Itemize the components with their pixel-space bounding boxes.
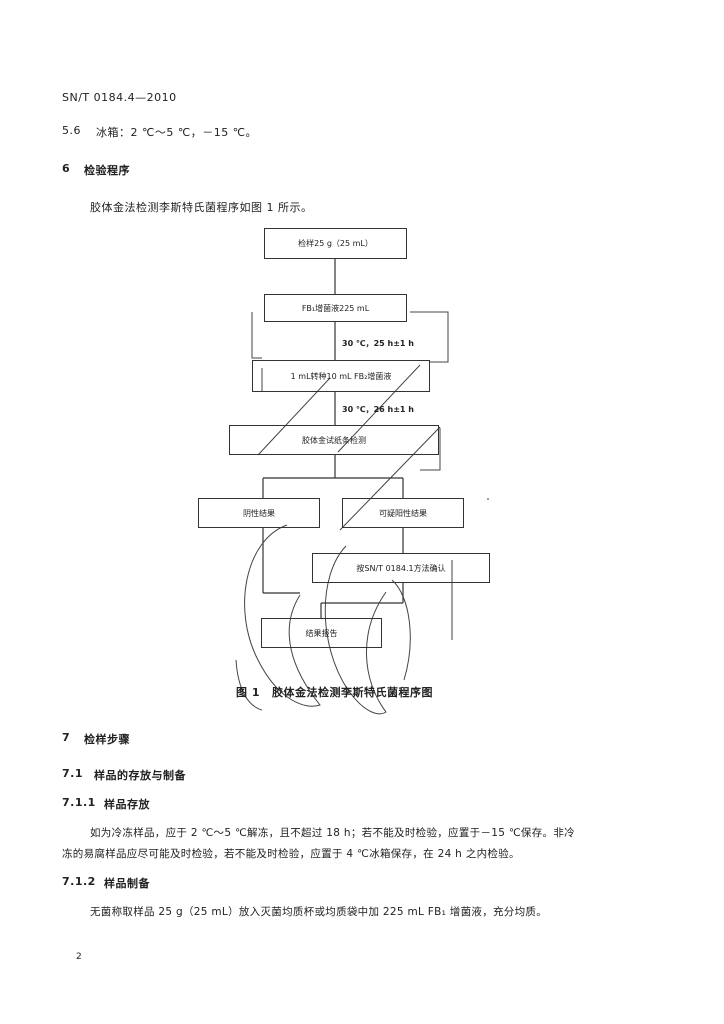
flow-incubation-2: 30 ℃，26 h±1 h <box>342 405 414 414</box>
scan-artifacts <box>235 311 489 715</box>
flow-text-report: 结果报告 <box>305 628 338 638</box>
section-6-number: 6 <box>62 162 71 175</box>
figure-caption-number: 图 1 <box>236 686 260 699</box>
flow-incubation-1: 30 ℃，25 h±1 h <box>342 339 414 348</box>
section-7-number: 7 <box>62 731 71 744</box>
figure-caption-text: 胶体金法检测李斯特氏菌程序图 <box>272 686 433 699</box>
flow-box-sample: 检样25 g（25 mL） <box>264 228 407 259</box>
flow-box-report: 结果报告 <box>261 618 382 648</box>
flow-box-positive: 可疑阳性结果 <box>342 498 464 528</box>
section-7-1-1-line-2: 冻的易腐样品应尽可能及时检验，若不能及时检验，应置于 4 ℃冰箱保存，在 24 … <box>62 848 520 860</box>
item-5-6-number: 5.6 <box>62 124 81 137</box>
flow-text-confirm: 按SN/T 0184.1方法确认 <box>356 563 446 573</box>
flow-text-test: 胶体金试纸条检测 <box>302 435 366 445</box>
page-number: 2 <box>76 952 83 962</box>
flow-box-confirm: 按SN/T 0184.1方法确认 <box>312 553 490 583</box>
flow-text-positive: 可疑阳性结果 <box>379 508 427 518</box>
section-7-title: 检样步骤 <box>84 733 130 746</box>
section-7-1-title: 样品的存放与制备 <box>94 769 186 782</box>
section-7-1-2-title: 样品制备 <box>104 877 150 890</box>
section-7-1-2-line-1: 无菌称取样品 25 g（25 mL）放入灭菌均质杯或均质袋中加 225 mL F… <box>90 906 547 918</box>
section-7-1-1-title: 样品存放 <box>104 798 150 811</box>
section-7-1-1-number: 7.1.1 <box>62 796 96 809</box>
section-7-1-1-line-1: 如为冷冻样品，应于 2 ℃～5 ℃解冻，且不超过 18 h；若不能及时检验，应置… <box>90 827 575 839</box>
item-5-6-text: 冰箱：2 ℃～5 ℃，－15 ℃。 <box>96 126 258 139</box>
flow-text-sample: 检样25 g（25 mL） <box>298 239 373 248</box>
flow-text-fb1: FB₁增菌液225 mL <box>301 303 370 313</box>
section-6-intro: 胶体金法检测李斯特氏菌程序如图 1 所示。 <box>90 201 313 214</box>
flow-box-test: 胶体金试纸条检测 <box>229 425 439 455</box>
flow-text-fb2: 1 mL转种10 mL FB₂增菌液 <box>290 371 392 381</box>
flow-box-fb1: FB₁增菌液225 mL <box>264 294 407 322</box>
flow-box-negative: 阴性结果 <box>198 498 320 528</box>
section-7-1-number: 7.1 <box>62 767 83 780</box>
flow-box-fb2: 1 mL转种10 mL FB₂增菌液 <box>252 360 430 392</box>
section-6-title: 检验程序 <box>84 164 130 177</box>
standard-number: SN/T 0184.4—2010 <box>62 91 177 104</box>
flow-text-negative: 阴性结果 <box>243 508 275 518</box>
section-7-1-2-number: 7.1.2 <box>62 875 96 888</box>
